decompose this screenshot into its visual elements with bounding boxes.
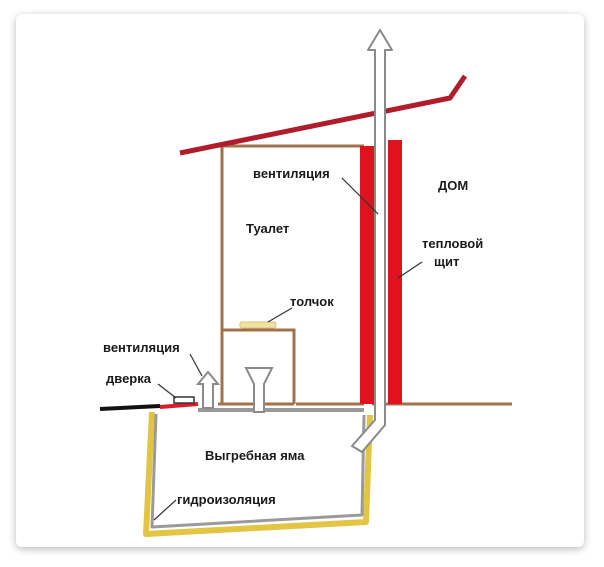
left-ventilation-pipe <box>195 370 221 409</box>
heat-shield-outer <box>388 140 402 404</box>
label-house: ДОМ <box>438 178 468 193</box>
roof <box>179 74 468 156</box>
pit-waterproofing-outline <box>143 411 373 537</box>
heat-shield-inner <box>360 146 374 404</box>
leader-waterproofing <box>153 499 177 521</box>
ground-line-left <box>99 404 161 411</box>
leader-door <box>157 383 177 399</box>
label-seat: толчок <box>290 294 334 309</box>
label-waterproofing: гидроизоляция <box>177 492 276 507</box>
seat-lid <box>239 321 277 329</box>
diagram-frame <box>16 14 584 547</box>
pit-inner-wall <box>150 413 366 529</box>
hatch-door <box>159 402 199 409</box>
drop-funnel <box>244 367 274 413</box>
seat-box <box>222 328 296 404</box>
label-heat-shield-2: щит <box>434 254 459 269</box>
leader-heat-shield <box>397 261 423 279</box>
leader-ventilation-left <box>189 353 203 377</box>
label-toilet: Туалет <box>246 221 289 236</box>
hatch-door-handle <box>173 396 195 404</box>
label-ventilation-left: вентиляция <box>103 340 180 355</box>
leader-ventilation-top <box>341 177 379 215</box>
label-heat-shield-1: тепловой <box>422 236 483 251</box>
main-ventilation-pipe <box>351 29 393 453</box>
label-door: дверка <box>106 371 152 386</box>
label-cesspit: Выгребная яма <box>205 448 305 463</box>
leader-seat <box>267 307 293 323</box>
label-ventilation-top: вентиляция <box>253 166 330 181</box>
